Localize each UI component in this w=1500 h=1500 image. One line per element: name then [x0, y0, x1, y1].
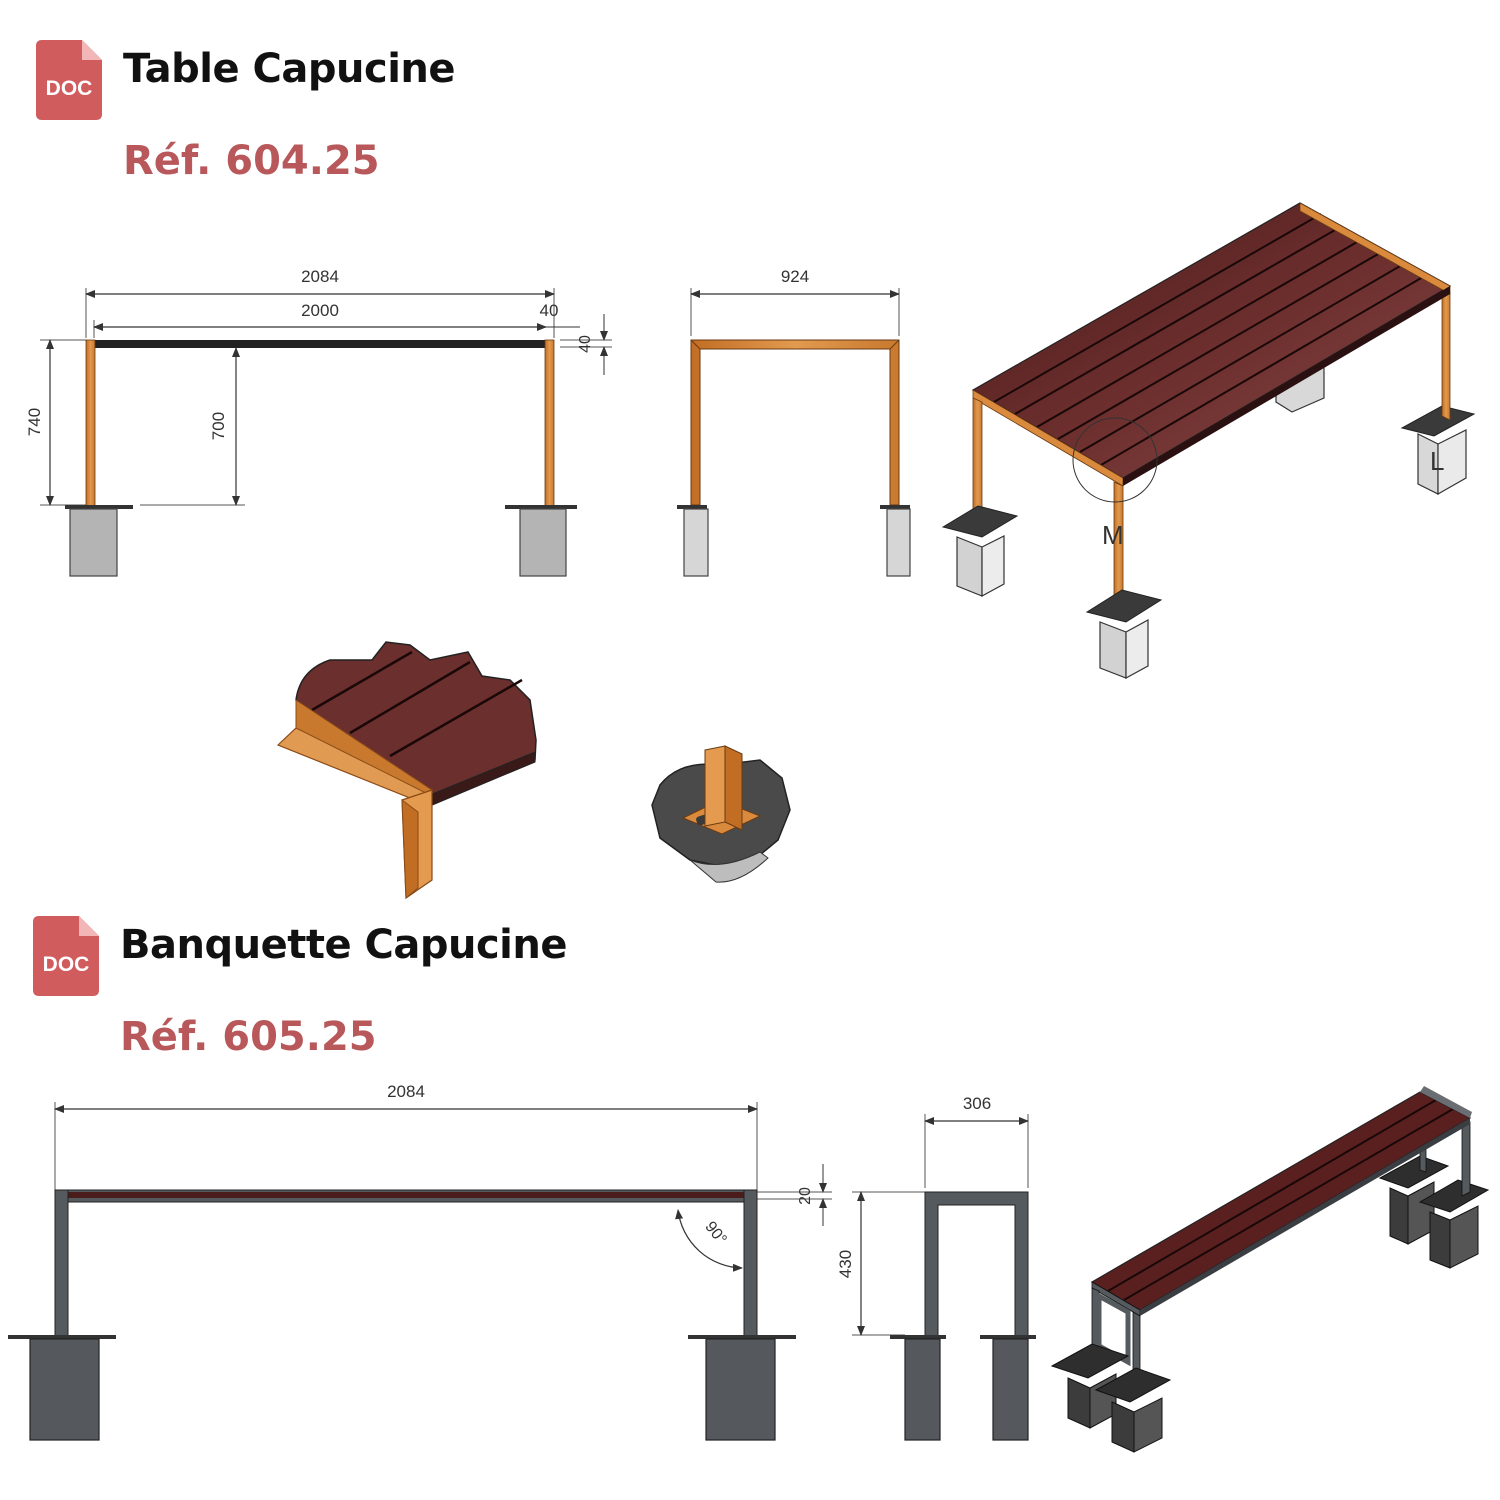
detail-label-m: M — [1102, 520, 1124, 550]
banquette-footing — [904, 1338, 941, 1441]
dim-table-top-thickness: 40 — [577, 335, 594, 353]
banquette-doc-link[interactable]: DOC — [33, 916, 99, 1001]
doc-file-icon: DOC — [36, 40, 102, 120]
table-title: Table Capucine — [123, 46, 456, 92]
banquette-footing — [992, 1338, 1029, 1441]
dim-banquette-depth: 306 — [963, 1094, 991, 1113]
dim-table-inner-length: 2000 — [301, 301, 339, 320]
banquette-footing — [29, 1338, 100, 1441]
concrete-footing — [519, 508, 567, 577]
concrete-footing — [683, 508, 709, 577]
table-front-view: 2084 2000 40 40 740 700 — [25, 267, 612, 577]
table-iso-view: L M — [941, 202, 1476, 680]
banquette-iso-view — [1050, 1086, 1490, 1453]
dim-table-length: 2084 — [301, 267, 339, 286]
banquette-footing — [705, 1338, 776, 1441]
dim-table-leg-width: 40 — [540, 301, 559, 320]
dim-banquette-height: 430 — [836, 1250, 855, 1278]
doc-icon-label: DOC — [43, 953, 90, 976]
banquette-side-view: 306 430 — [836, 1094, 1036, 1441]
dim-table-height: 740 — [25, 408, 44, 436]
table-reference: Réf. 604.25 — [123, 138, 380, 184]
table-doc-link[interactable]: DOC — [36, 40, 102, 125]
dim-banquette-seat-thickness: 20 — [797, 1187, 814, 1205]
banquette-title: Banquette Capucine — [120, 922, 567, 968]
concrete-footing — [886, 508, 911, 577]
dim-table-inner-height: 700 — [209, 412, 228, 440]
doc-file-icon: DOC — [33, 916, 99, 996]
detail-label-l: L — [1430, 446, 1444, 476]
dim-banquette-angle: 90° — [701, 1218, 729, 1248]
table-top-section — [86, 340, 554, 348]
concrete-footing — [69, 508, 118, 577]
detail-l-foot — [651, 745, 791, 883]
banquette-reference: Réf. 605.25 — [120, 1014, 377, 1060]
table-side-view: 924 — [677, 267, 911, 577]
dim-banquette-length: 2084 — [387, 1082, 425, 1101]
banquette-front-view: 2084 20 90° — [8, 1082, 832, 1441]
doc-icon-label: DOC — [46, 77, 93, 100]
detail-m-corner — [276, 641, 537, 900]
dim-table-depth: 924 — [781, 267, 809, 286]
